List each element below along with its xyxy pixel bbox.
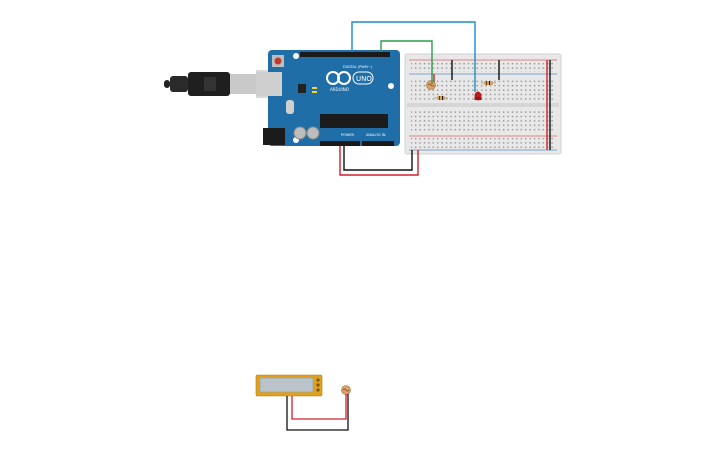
lcd-module[interactable] — [255, 374, 323, 397]
usb-cable[interactable] — [164, 70, 270, 98]
model-label: UNO — [356, 75, 372, 83]
wire-red-power[interactable] — [339, 146, 419, 176]
hole-grid-bottom-rail — [411, 138, 555, 148]
mounting-hole — [293, 53, 299, 59]
lcd-pin — [316, 383, 320, 387]
wire-red-lcd[interactable] — [291, 394, 347, 420]
status-led — [312, 87, 317, 89]
hole-grid-top-rail — [411, 62, 555, 72]
power-jack — [263, 128, 285, 145]
arduino-logo — [326, 71, 351, 85]
center-channel — [407, 103, 559, 107]
resistor[interactable] — [481, 81, 496, 85]
atmega-chip — [320, 114, 388, 128]
wire-green[interactable] — [380, 40, 433, 84]
status-led — [312, 91, 317, 93]
lcd-screen — [259, 377, 314, 393]
power-header[interactable] — [320, 141, 360, 146]
usb-port — [256, 72, 282, 96]
capacitor — [306, 126, 320, 140]
lcd-pin — [316, 388, 320, 392]
mounting-hole — [388, 83, 394, 89]
resistor[interactable] — [434, 96, 448, 100]
digital-header[interactable] — [300, 52, 390, 57]
arduino-uno-board[interactable]: ARDUINO UNO DIGITAL (PWM~) POWER ANALOG … — [256, 50, 400, 146]
digital-label: DIGITAL (PWM~) — [343, 65, 373, 69]
wire-black-ground[interactable] — [343, 146, 413, 171]
capacitor — [293, 126, 307, 140]
power-label: POWER — [341, 133, 355, 137]
photoresistor-2[interactable] — [341, 385, 351, 395]
analog-label: ANALOG IN — [366, 133, 386, 137]
voltage-regulator — [298, 84, 306, 93]
wire-black-lcd[interactable] — [286, 394, 349, 431]
hole-grid-upper — [411, 79, 555, 101]
lcd-pin — [316, 378, 320, 382]
brand-label: ARDUINO — [330, 87, 349, 92]
wire-blue[interactable] — [351, 21, 476, 92]
uno-badge: UNO — [352, 71, 374, 85]
photoresistor[interactable] — [426, 80, 436, 90]
crystal — [286, 100, 294, 114]
red-led[interactable] — [474, 91, 482, 101]
hole-grid-lower — [411, 109, 555, 131]
analog-header[interactable] — [362, 141, 394, 146]
reset-button[interactable] — [272, 55, 284, 67]
